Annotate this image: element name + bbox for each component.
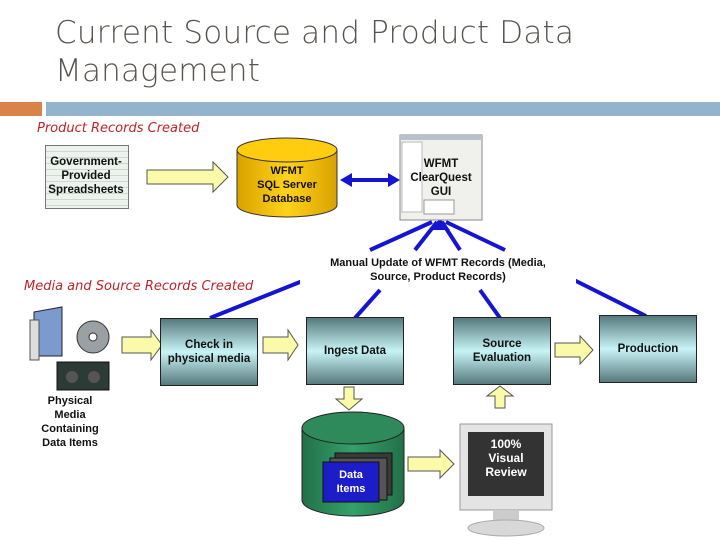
connector-production — [569, 276, 647, 318]
ingest-data-label: Ingest Data — [324, 345, 386, 357]
connector-lines — [209, 178, 647, 320]
tape-icon — [56, 361, 110, 391]
accent-bar-blue — [46, 102, 720, 116]
connector-ingest — [353, 288, 382, 320]
spreadsheet-image — [45, 145, 129, 209]
check-in-line: Check in — [185, 339, 233, 351]
arrow-review-to-eval — [485, 385, 515, 409]
monitor-image — [459, 423, 553, 537]
connector-source-eval — [478, 288, 502, 320]
manual-update-label: Manual Update of WFMT Records (Media, So… — [300, 256, 576, 284]
source-eval-line: Evaluation — [472, 352, 532, 364]
physical-media-line: Physical — [47, 395, 93, 407]
physical-media-line: Data Items — [42, 437, 98, 449]
visual-review-line: 100% — [490, 437, 522, 451]
ingest-data-box[interactable]: Ingest Data — [306, 317, 404, 385]
arrow-ingest-to-items — [334, 386, 364, 411]
data-items-line: Data — [339, 469, 363, 481]
connector-check-in — [209, 276, 311, 320]
data-items-cylinder — [301, 411, 405, 517]
clearquest-line: GUI — [430, 186, 452, 198]
data-items-line: Items — [336, 483, 366, 495]
manual-update-line: Manual Update of WFMT Records (Media, — [330, 257, 546, 269]
check-in-box[interactable]: Check in physical media — [160, 318, 258, 386]
flow-arrows — [121, 160, 594, 480]
sql-db-label: WFMT SQL Server Database — [245, 164, 329, 206]
data-items-card — [322, 461, 380, 503]
sql-db-line: Database — [262, 193, 312, 205]
manual-update-line: Source, Product Records) — [370, 271, 506, 283]
arrow-eval-to-production — [554, 334, 594, 366]
visual-review-line: Review — [485, 465, 527, 479]
arrowhead-right-icon — [388, 173, 400, 187]
spreadsheets-label: Government- Provided Spreadsheets — [48, 156, 124, 196]
clearquest-line: ClearQuest — [410, 172, 472, 184]
visual-review-line: Visual — [488, 451, 524, 465]
section-product-records: Product Records Created — [37, 121, 200, 136]
data-items-label: Data Items — [323, 468, 379, 496]
clearquest-screenshot — [399, 134, 483, 221]
accent-bar-orange — [0, 102, 42, 116]
title-line-2: Management — [55, 53, 261, 89]
clearquest-line: WFMT — [423, 158, 459, 170]
physical-media-line: Media — [54, 409, 86, 421]
title-line-1: Current Source and Product Data — [55, 15, 575, 51]
physical-media-line: Containing — [41, 423, 99, 435]
clearquest-label: WFMT ClearQuest GUI — [400, 157, 482, 199]
sql-db-line: WFMT — [270, 165, 304, 177]
arrowhead-left-icon — [340, 173, 352, 187]
section-media-records: Media and Source Records Created — [24, 279, 254, 294]
arrow-sheets-to-db — [146, 160, 229, 194]
source-eval-line: Source — [482, 338, 522, 350]
arrow-items-to-review — [407, 448, 455, 480]
arrow-checkin-to-ingest — [262, 328, 299, 362]
visual-review-label: 100% Visual Review — [468, 437, 544, 479]
physical-media-label: Physical Media Containing Data Items — [30, 394, 110, 450]
sql-db-line: SQL Server — [257, 179, 317, 191]
arrowhead-up-icon — [430, 218, 450, 230]
check-in-line: physical media — [167, 353, 251, 365]
arrow-media-to-checkin — [121, 328, 163, 362]
production-box[interactable]: Production — [599, 315, 697, 383]
slide-title: Current Source and Product Data Manageme… — [55, 14, 574, 90]
sql-database-cylinder — [236, 137, 338, 218]
physical-media-image — [29, 306, 110, 391]
production-label: Production — [617, 343, 679, 355]
